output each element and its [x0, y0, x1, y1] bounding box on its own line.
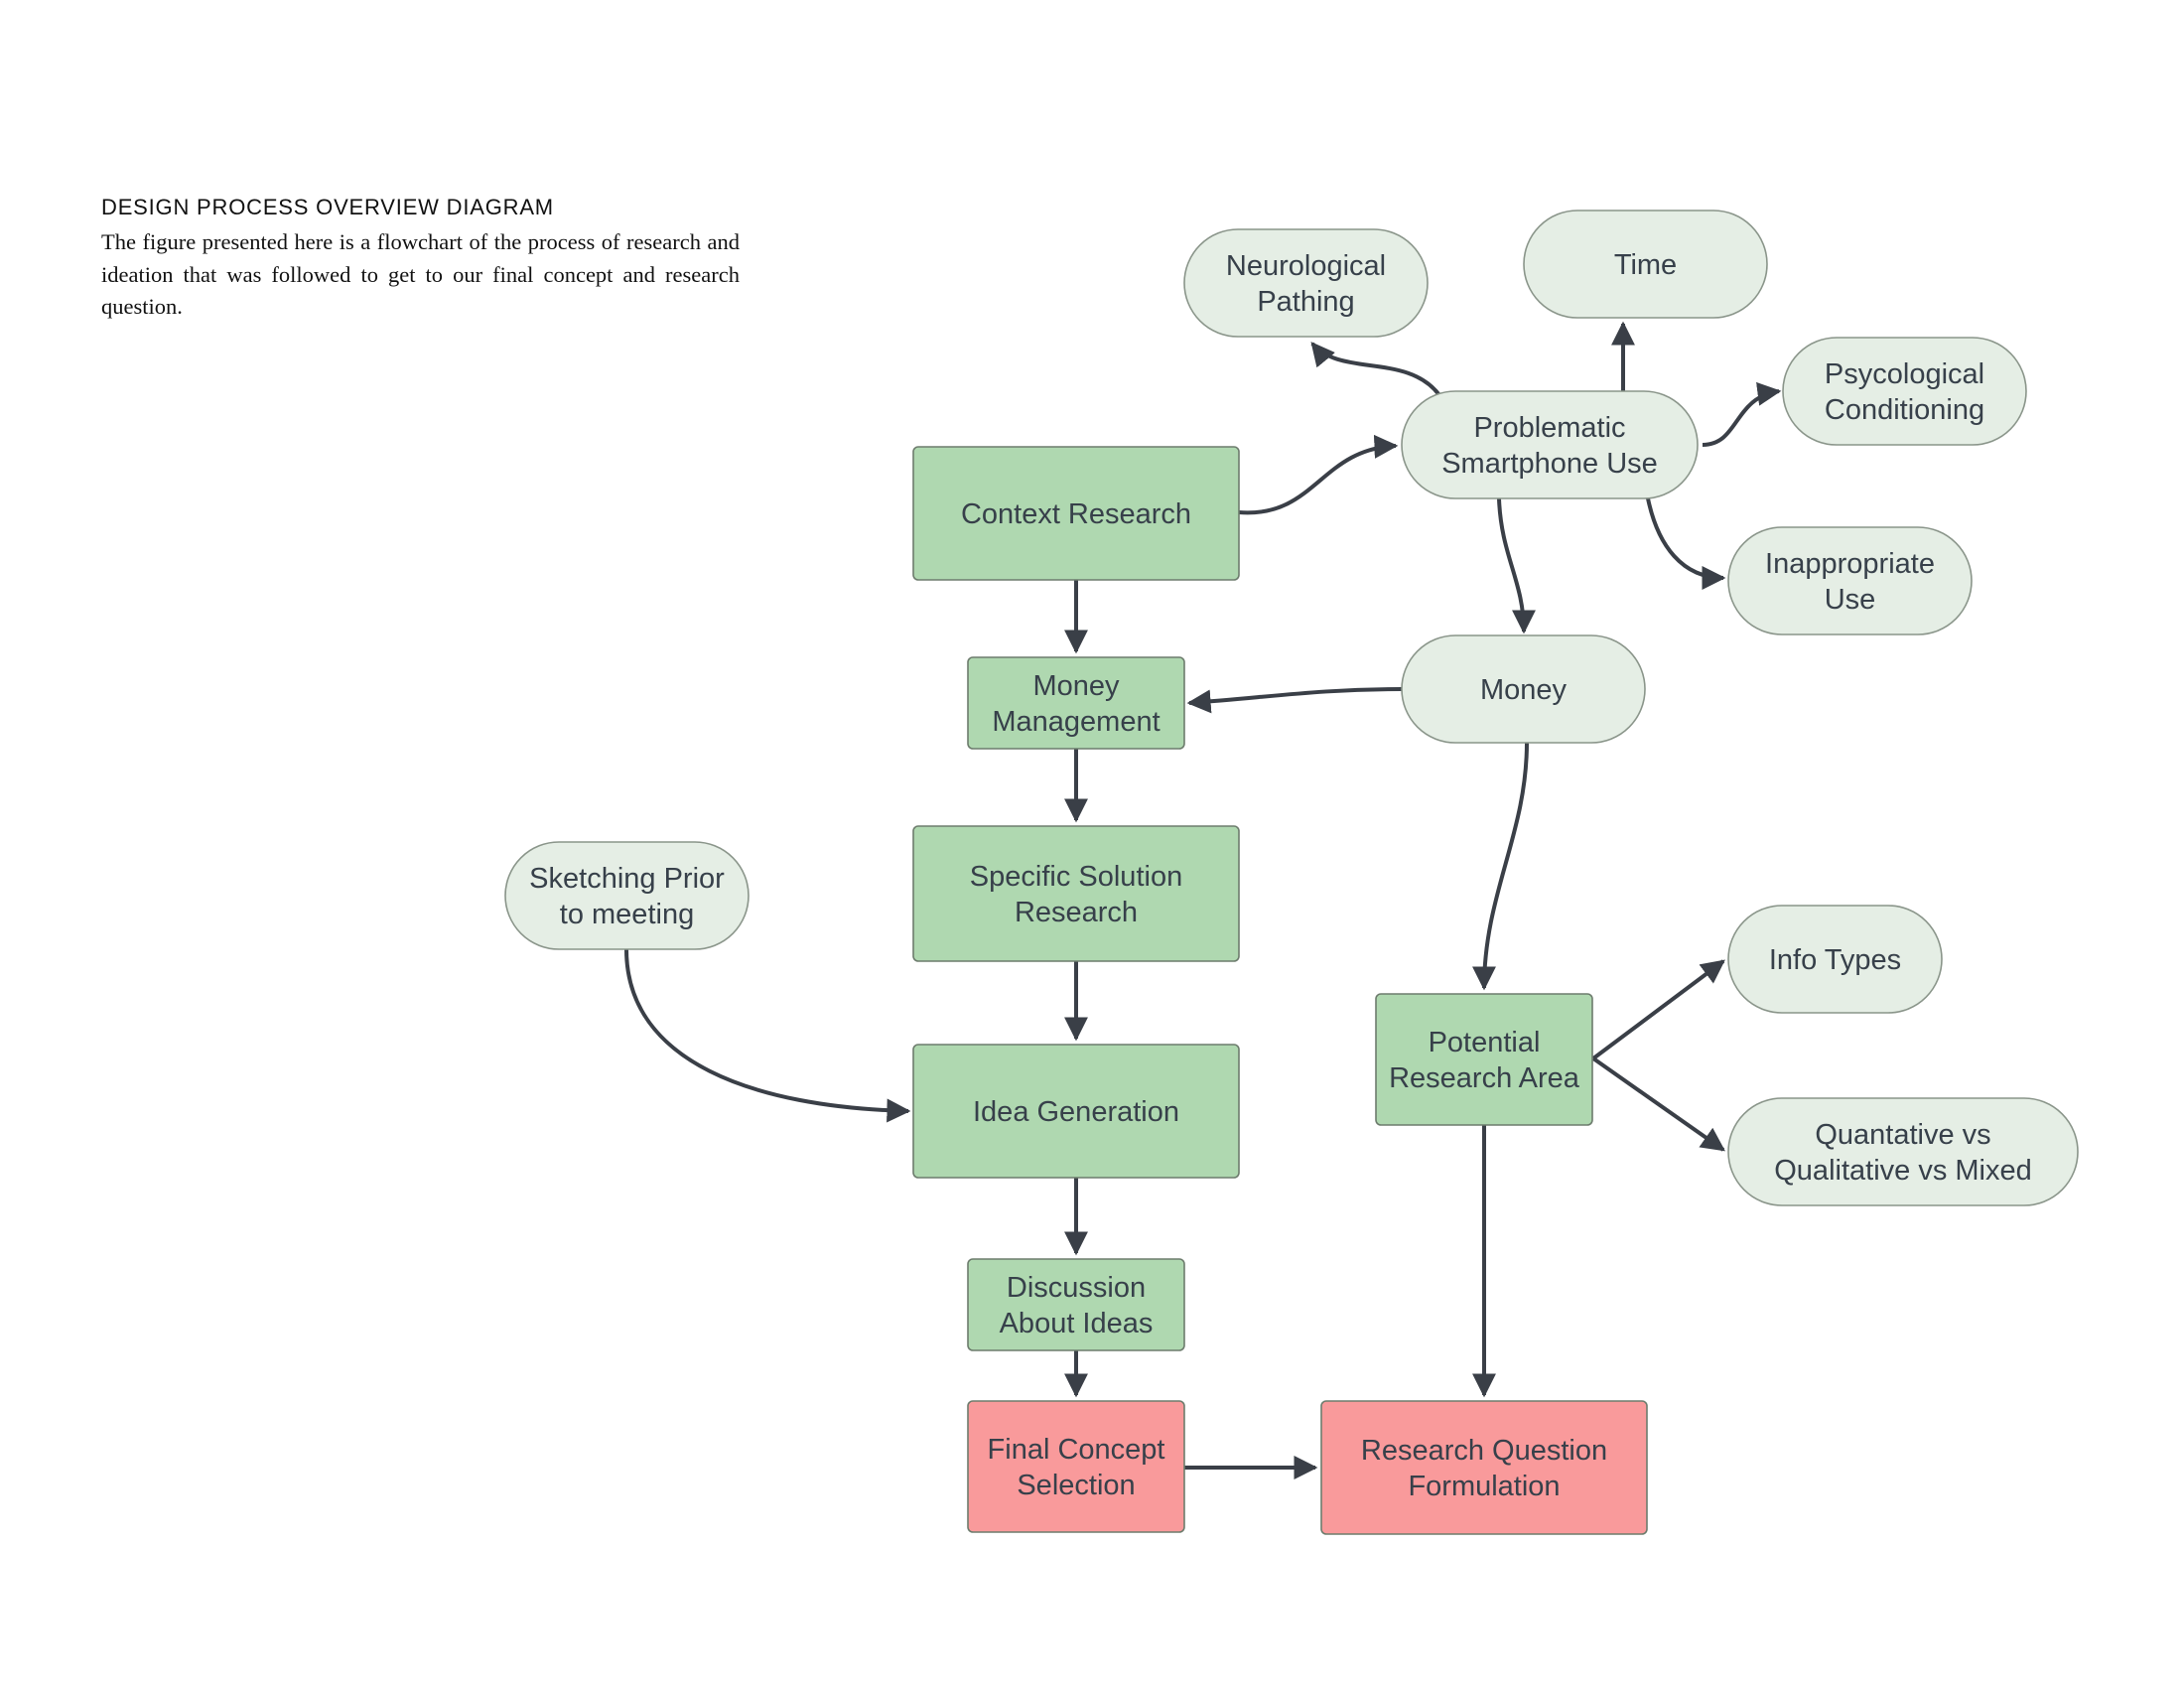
connector-problematic-smartphone-use-to-neurological-pathing — [1310, 342, 1441, 397]
node-money: Money — [1401, 634, 1646, 744]
node-sketching-prior: Sketching Prior to meeting — [504, 841, 750, 950]
node-specific-solution-research-label-line-1: Specific Solution — [970, 861, 1182, 893]
node-discussion-about-ideas-label-line-1: Discussion — [1007, 1272, 1146, 1304]
node-potential-research-area-label-line-2: Research Area — [1389, 1062, 1580, 1094]
node-sketching-prior-shape — [504, 841, 750, 950]
connector-potential-research-area-to-quantative-qualitative — [1591, 1056, 1725, 1152]
node-psycological-conditioning-label-line-2: Conditioning — [1825, 394, 1984, 426]
node-psycological-conditioning-shape — [1782, 337, 2027, 446]
connector-money-to-potential-research-area — [1472, 742, 1529, 991]
connector-layer — [624, 321, 1782, 1479]
node-final-concept-selection-label-line-1: Final Concept — [988, 1434, 1165, 1466]
node-sketching-prior-label-line-1: Sketching Prior — [529, 863, 725, 895]
node-context-research-label-line-1: Context Research — [961, 498, 1191, 530]
node-money-shape — [1401, 634, 1646, 744]
connector-specific-solution-research-to-idea-generation — [624, 948, 911, 1123]
node-money-management-shape — [967, 656, 1185, 750]
diagram-description: The figure presented here is a flowchart… — [101, 229, 740, 319]
node-idea-generation: Idea Generation — [912, 1044, 1240, 1179]
node-quantative-qualitative-label-line-2: Qualitative vs Mixed — [1774, 1155, 2032, 1187]
node-inappropriate-use-shape — [1727, 526, 1973, 635]
node-problematic-smartphone-use-label-line-1: Problematic — [1473, 412, 1625, 444]
node-time: Time — [1523, 210, 1768, 319]
node-potential-research-area-shape — [1375, 993, 1593, 1126]
node-time-label-line-1: Time — [1614, 249, 1677, 281]
node-money-management-label-line-1: Money — [1032, 670, 1120, 702]
node-discussion-about-ideas-label-line-2: About Ideas — [1000, 1308, 1154, 1339]
node-inappropriate-use-label-line-2: Use — [1825, 584, 1876, 616]
node-idea-generation-label-line-1: Idea Generation — [973, 1096, 1179, 1128]
node-potential-research-area-label-line-1: Potential — [1429, 1027, 1541, 1058]
node-neurological-pathing-label-line-2: Pathing — [1257, 286, 1354, 318]
node-quantative-qualitative-shape — [1727, 1097, 2079, 1206]
node-context-research-shape — [912, 446, 1240, 581]
node-discussion-about-ideas-shape — [967, 1258, 1185, 1351]
node-info-types-label-line-1: Info Types — [1769, 944, 1901, 976]
node-research-question-formulation-label-line-2: Formulation — [1408, 1471, 1560, 1502]
node-sketching-prior-label-line-2: to meeting — [560, 899, 694, 930]
node-quantative-qualitative: Quantative vs Qualitative vs Mixed — [1727, 1097, 2079, 1206]
node-problematic-smartphone-use-shape — [1401, 390, 1699, 499]
node-problematic-smartphone-use-label-line-2: Smartphone Use — [1441, 448, 1658, 480]
node-info-types-shape — [1727, 905, 1943, 1014]
node-final-concept-selection-label-line-2: Selection — [1017, 1470, 1135, 1501]
node-inappropriate-use-label-line-1: Inappropriate — [1765, 548, 1935, 580]
node-specific-solution-research-label-line-2: Research — [1015, 897, 1138, 928]
node-money-label-line-1: Money — [1480, 674, 1568, 706]
node-research-question-formulation-shape — [1320, 1400, 1648, 1535]
node-money-management-label-line-2: Management — [992, 706, 1160, 738]
node-neurological-pathing-label-line-1: Neurological — [1226, 250, 1386, 282]
connector-problematic-smartphone-use-to-money — [1497, 497, 1536, 634]
connector-problematic-smartphone-use-to-psycological-conditioning — [1702, 381, 1782, 447]
connector-money-to-money-management — [1186, 687, 1403, 714]
connector-context-research-to-problematic-smartphone-use — [1238, 434, 1399, 515]
node-final-concept-selection-shape — [967, 1400, 1185, 1533]
node-idea-generation-shape — [912, 1044, 1240, 1179]
node-layer: Context ResearchMoneyManagementSpecific … — [504, 210, 2079, 1535]
node-quantative-qualitative-label-line-1: Quantative vs — [1815, 1119, 1990, 1151]
node-research-question-formulation-label-line-1: Research Question — [1361, 1435, 1607, 1467]
node-neurological-pathing-shape — [1183, 228, 1429, 338]
node-specific-solution-research-shape — [912, 825, 1240, 962]
connector-potential-research-area-to-info-types — [1591, 959, 1725, 1060]
diagram-title: DESIGN PROCESS OVERVIEW DIAGRAM — [101, 195, 554, 219]
connector-problematic-smartphone-use-to-inappropriate-use — [1646, 497, 1726, 590]
node-psycological-conditioning-label-line-1: Psycological — [1825, 358, 1984, 390]
node-time-shape — [1523, 210, 1768, 319]
node-context-research: Context Research — [912, 446, 1240, 581]
node-info-types: Info Types — [1727, 905, 1943, 1014]
